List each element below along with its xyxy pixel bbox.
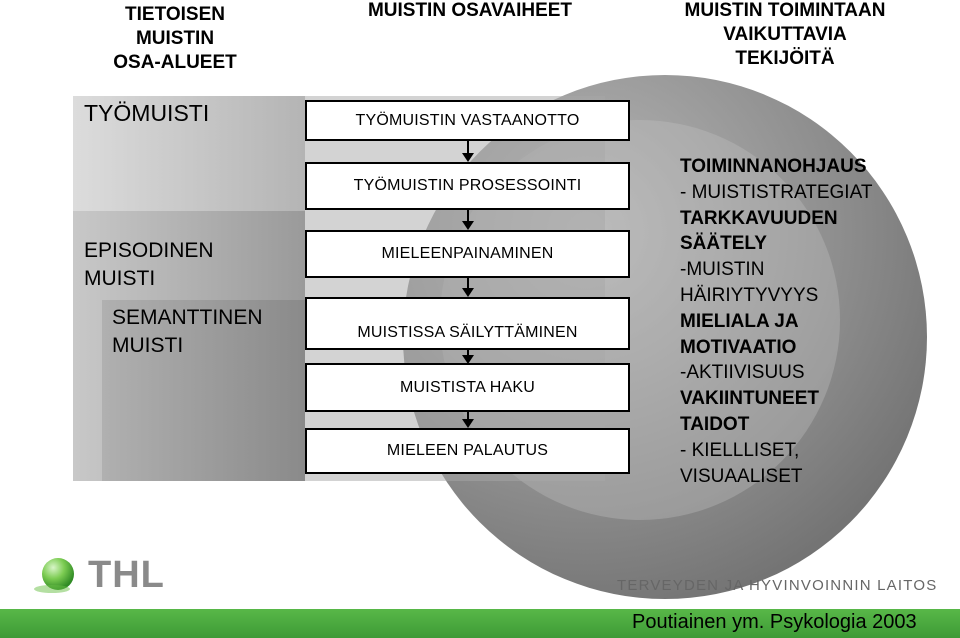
factor-line: TOIMINNANOHJAUS — [680, 156, 867, 177]
arrow-2-head — [462, 221, 474, 230]
stage-box-storage: MUISTISSA SÄILYTTÄMINEN — [305, 297, 630, 350]
factor-line: TARKKAVUUDEN — [680, 207, 838, 229]
arrow-2 — [467, 210, 469, 222]
stage-box-retrieval: MUISTISTA HAKU — [305, 363, 630, 412]
stage-box-processing: TYÖMUISTIN PROSESSOINTI — [305, 162, 630, 210]
working-memory-label: TYÖMUISTI — [84, 100, 210, 126]
factor-line: VISUAALISET — [680, 465, 803, 487]
stage-box-recall: MIELEEN PALAUTUS — [305, 428, 630, 474]
semantic-memory-label: SEMANTTINEN MUISTI — [112, 306, 263, 357]
factor-line: - KIELLLISET, — [680, 439, 800, 461]
episodic-memory-label: EPISODINEN MUISTI — [84, 239, 214, 290]
factor-line: MOTIVAATIO — [680, 336, 797, 358]
arrow-3 — [467, 278, 469, 289]
factor-line: HÄIRIYTYVYYS — [680, 285, 819, 306]
thl-logo-text: THL — [88, 554, 165, 596]
stage-box-reception: TYÖMUISTIN VASTAANOTTO — [305, 100, 630, 141]
arrow-4 — [467, 350, 469, 356]
semantic-band — [102, 300, 305, 481]
thl-logo-ball-icon — [42, 558, 74, 590]
factor-line: -MUISTIN — [680, 259, 765, 281]
arrow-1-head — [462, 153, 474, 162]
header-memory-areas: TIETOISEN MUISTIN OSA-ALUEET — [113, 4, 237, 73]
factor-line: SÄÄTELY — [680, 233, 767, 255]
factor-line: -AKTIIVISUUS — [680, 362, 805, 384]
factor-line: TAIDOT — [680, 414, 750, 435]
footer-bar — [0, 609, 960, 638]
thl-logo — [34, 558, 74, 593]
arrow-5-head — [462, 419, 474, 428]
arrow-5 — [467, 412, 469, 420]
arrow-3-head — [462, 288, 474, 297]
factor-line: MIELIALA JA — [680, 310, 799, 332]
factor-line: VAKIINTUNEET — [680, 388, 819, 410]
arrow-4-head — [462, 355, 474, 364]
institute-name: TERVEYDEN JA HYVINVOINNIN LAITOS — [617, 577, 938, 594]
citation: Poutiainen ym. Psykologia 2003 — [632, 611, 917, 633]
working-memory-band — [73, 96, 305, 211]
stage-box-encoding: MIELEENPAINAMINEN — [305, 230, 630, 278]
factor-line: - MUISTISTRATEGIAT — [680, 181, 873, 203]
header-influencing-factors: MUISTIN TOIMINTAAN VAIKUTTAVIA TEKIJÖITÄ — [684, 0, 886, 69]
arrow-1 — [467, 140, 469, 154]
header-memory-stages: MUISTIN OSAVAIHEET — [367, 0, 573, 21]
